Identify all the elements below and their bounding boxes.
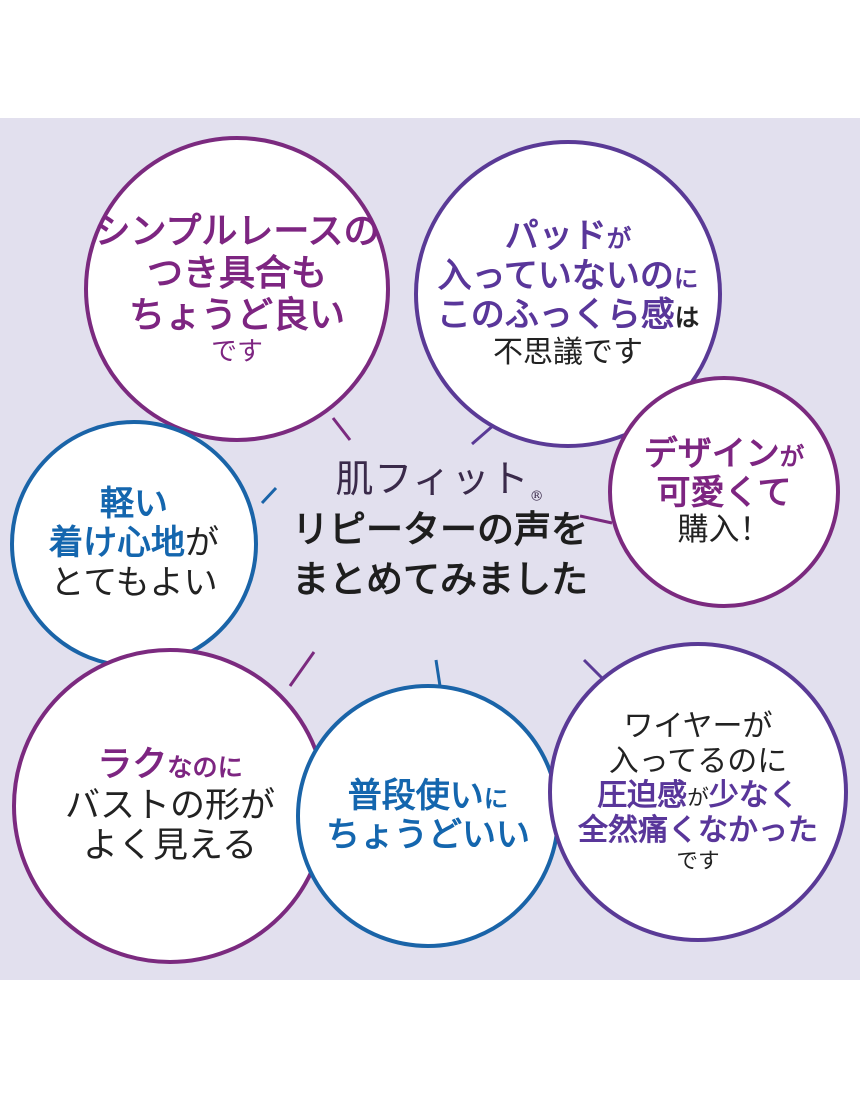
design-line2: 可愛くて bbox=[656, 473, 792, 514]
pad-line2a: 入っていないの bbox=[437, 255, 674, 296]
pad-line4: 不思議です bbox=[493, 334, 643, 370]
daily-line1: 普段使いに bbox=[347, 775, 509, 816]
bubble-wire: ワイヤーが 入ってるのに 圧迫感が少なく 全然痛くなかった です bbox=[548, 642, 848, 942]
wire-line3c: 少なく bbox=[708, 778, 799, 814]
design-line1: デザインが bbox=[643, 433, 805, 474]
design-line3: 購入！ bbox=[677, 512, 771, 549]
pad-line1: パッドが bbox=[505, 217, 631, 256]
design-line1-particle: が bbox=[779, 441, 805, 471]
lace-line1: シンプルレースの bbox=[94, 211, 380, 253]
easy-line1a: ラク bbox=[97, 745, 168, 786]
lace-line4: です bbox=[211, 336, 263, 367]
wire-line4: 全然痛くなかった bbox=[578, 813, 818, 849]
lace-line3: ちょうど良い bbox=[128, 294, 345, 336]
easy-line3: よく見える bbox=[83, 826, 257, 867]
light-line2b: が bbox=[185, 523, 219, 564]
pad-line1a: パッド bbox=[504, 216, 607, 257]
pad-line2b: に bbox=[673, 263, 699, 293]
bubble-lace: シンプルレースの つき具合も ちょうど良い です bbox=[84, 136, 390, 442]
pad-line3b: は bbox=[674, 303, 700, 333]
easy-line1: ラクなのに bbox=[97, 745, 243, 786]
bubble-light: 軽い 着け心地が とてもよい bbox=[10, 420, 258, 668]
pad-line3a: このふっくら感 bbox=[436, 295, 675, 336]
title-line1: リピーターの声を bbox=[292, 507, 588, 551]
bubble-design: デザインが 可愛くて 購入！ bbox=[608, 376, 840, 608]
easy-line1b: なのに bbox=[167, 753, 243, 783]
wire-line3a: 圧迫感 bbox=[597, 778, 688, 814]
registered-mark: ® bbox=[529, 488, 545, 505]
easy-line2: バストの形が bbox=[64, 785, 275, 826]
wire-line3: 圧迫感が少なく bbox=[597, 779, 799, 814]
center-title-block: 肌フィット® リピーターの声を まとめてみました bbox=[250, 448, 630, 604]
brand-logo-text: 肌フィット bbox=[335, 457, 530, 501]
light-line2: 着け心地が bbox=[49, 524, 219, 563]
light-line1: 軽い bbox=[100, 483, 168, 524]
title-line2: まとめてみました bbox=[292, 557, 588, 601]
pad-line3: このふっくら感は bbox=[437, 296, 699, 335]
wire-line3b: が bbox=[687, 786, 709, 812]
pad-line1b: が bbox=[606, 224, 632, 254]
wire-line5: です bbox=[676, 849, 720, 875]
daily-line2: ちょうどいい bbox=[326, 815, 530, 855]
brand-logo: 肌フィット® bbox=[250, 448, 630, 505]
lace-line2: つき具合も bbox=[146, 253, 327, 295]
wire-line2: 入ってるのに bbox=[608, 743, 788, 779]
bubble-daily: 普段使いに ちょうどいい bbox=[296, 684, 560, 948]
daily-line1a: 普段使い bbox=[347, 775, 484, 816]
light-line3: とてもよい bbox=[50, 562, 218, 603]
pad-line2: 入っていないのに bbox=[437, 255, 699, 296]
wire-line1: ワイヤーが bbox=[623, 708, 773, 744]
bubble-easy: ラクなのに バストの形が よく見える bbox=[12, 648, 328, 964]
light-line2a: 着け心地 bbox=[49, 523, 185, 564]
daily-line1b: に bbox=[483, 783, 509, 813]
